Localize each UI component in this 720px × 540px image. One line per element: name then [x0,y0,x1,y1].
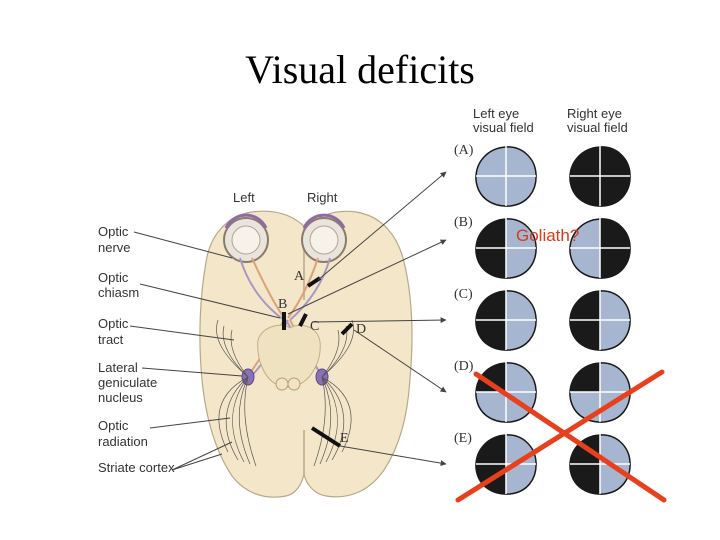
svg-text:Optic: Optic [98,224,129,239]
label-lateral-geniculate-nucleus: Lateral geniculate nucleus [98,360,157,405]
arrow-e [339,445,447,467]
left-eye [223,213,269,263]
row-label-d: (D) [454,359,474,374]
label-optic-tract: Optic tract [98,316,129,347]
leader-lines [129,231,281,471]
lesion-letter-c: C [310,319,319,334]
right-field-b [569,218,631,279]
svg-text:tract: tract [98,332,124,347]
brain-illustration: A B C D E Left Right [199,190,413,498]
row-label-b: (B) [454,215,473,230]
goliath-callout: Goliath? [516,226,579,245]
lesion-bar-a [306,276,322,288]
lesion-letters: A B C D E [278,269,366,446]
row-label-a: (A) [454,143,474,158]
lesion-letter-b: B [278,297,287,312]
lesion-bars [282,276,354,448]
left-optic-radiation [216,319,257,467]
left-field-c-quadrant-4 [506,320,537,351]
row-label-c: (C) [454,287,473,302]
svg-text:visual field: visual field [567,120,628,135]
left-field-c [475,290,537,351]
svg-text:Left eye: Left eye [473,106,519,121]
right-optic-radiation [313,319,354,467]
svg-text:visual field: visual field [473,120,534,135]
row-label-e: (E) [454,431,472,446]
svg-text:nerve: nerve [98,240,131,255]
lesion-bar-c [298,313,308,327]
svg-text:geniculate: geniculate [98,375,157,390]
red-cross-overlay [455,369,667,503]
pathway-arrows [287,171,447,467]
slide-title: Visual deficits [245,47,475,92]
pons [275,377,301,391]
right-eye-visual-field-header: Right eye visual field [567,106,628,135]
left-field-a [475,146,537,207]
svg-text:radiation: radiation [98,434,148,449]
svg-text:nucleus: nucleus [98,390,143,405]
right-field-c [569,290,631,351]
left-field-a-quadrant-4 [506,176,537,207]
label-optic-chiasm: Optic chiasm [98,270,139,300]
svg-text:chiasm: chiasm [98,285,139,300]
cross-stroke-1 [455,369,665,503]
arrow-c [311,317,447,324]
svg-text:Lateral: Lateral [98,360,138,375]
midbrain [257,324,321,388]
svg-text:Striate cortex: Striate cortex [98,460,175,475]
svg-text:Optic: Optic [98,418,129,433]
svg-text:Right eye: Right eye [567,106,622,121]
lesion-bar-d [340,322,354,336]
svg-text:Optic: Optic [98,316,129,331]
label-striate-cortex: Striate cortex [98,460,175,475]
arrow-d [353,329,447,393]
arrow-a [317,171,447,281]
label-optic-radiation: Optic radiation [98,418,148,449]
lesion-bar-e [310,426,342,448]
left-eye-visual-field-header: Left eye visual field [473,106,534,135]
left-field-b [475,218,537,279]
structure-labels: Optic nerve Optic chiasm Optic tract Lat… [98,224,175,475]
cross-stroke-2 [473,371,667,503]
right-field-a [569,146,631,207]
left-field-e [475,434,537,495]
arrow-b [287,239,447,315]
left-field-b-quadrant-4 [506,248,537,279]
lesion-letter-a: A [294,269,305,284]
right-field-d [569,362,631,423]
right-eye [301,213,347,263]
right-field-c-quadrant-4 [600,320,631,351]
right-field-a-quadrant-4 [600,176,631,207]
left-side-label: Left [233,190,255,205]
lesion-letter-d: D [356,322,366,337]
label-optic-nerve: Optic nerve [98,224,131,255]
svg-text:Optic: Optic [98,270,129,285]
right-field-b-quadrant-4 [600,248,631,279]
lesion-letter-e: E [340,431,349,446]
right-side-label: Right [307,190,338,205]
